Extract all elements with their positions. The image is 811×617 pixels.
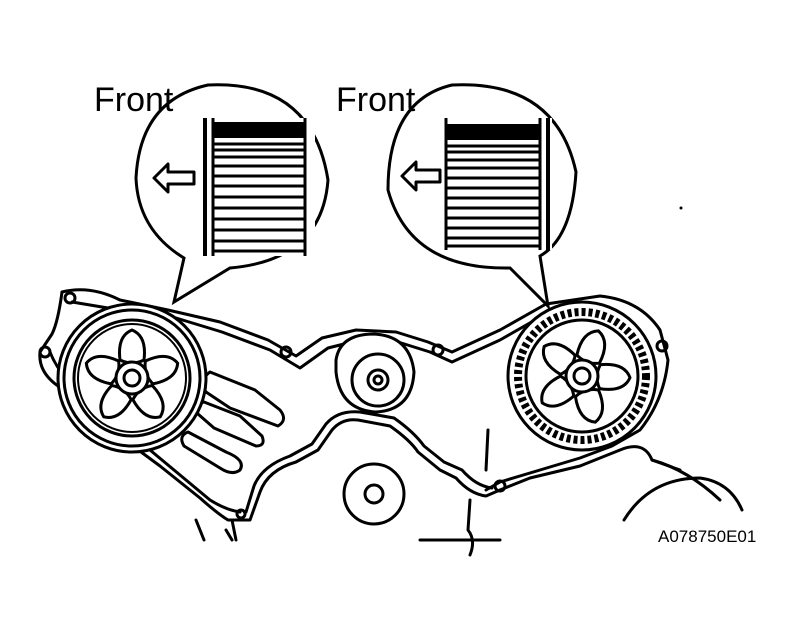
front-label-left: Front: [94, 81, 174, 119]
front-label-right: Front: [336, 81, 416, 119]
left-camshaft-pulley: [56, 302, 208, 454]
left-arrow-icon: [152, 162, 196, 194]
right-front-callout: [386, 83, 578, 311]
left-belt-teeth: [203, 118, 315, 256]
left-front-callout: [134, 83, 330, 306]
figure-id-label: A078750E01: [658, 527, 757, 546]
right-arrow-icon: [400, 160, 442, 192]
stray-mark: [679, 206, 683, 210]
right-camshaft-pulley: [506, 300, 658, 452]
idler-pulley-upper: [334, 332, 416, 414]
idler-pulley-lower: [342, 462, 406, 526]
right-belt-teeth: [444, 118, 552, 250]
